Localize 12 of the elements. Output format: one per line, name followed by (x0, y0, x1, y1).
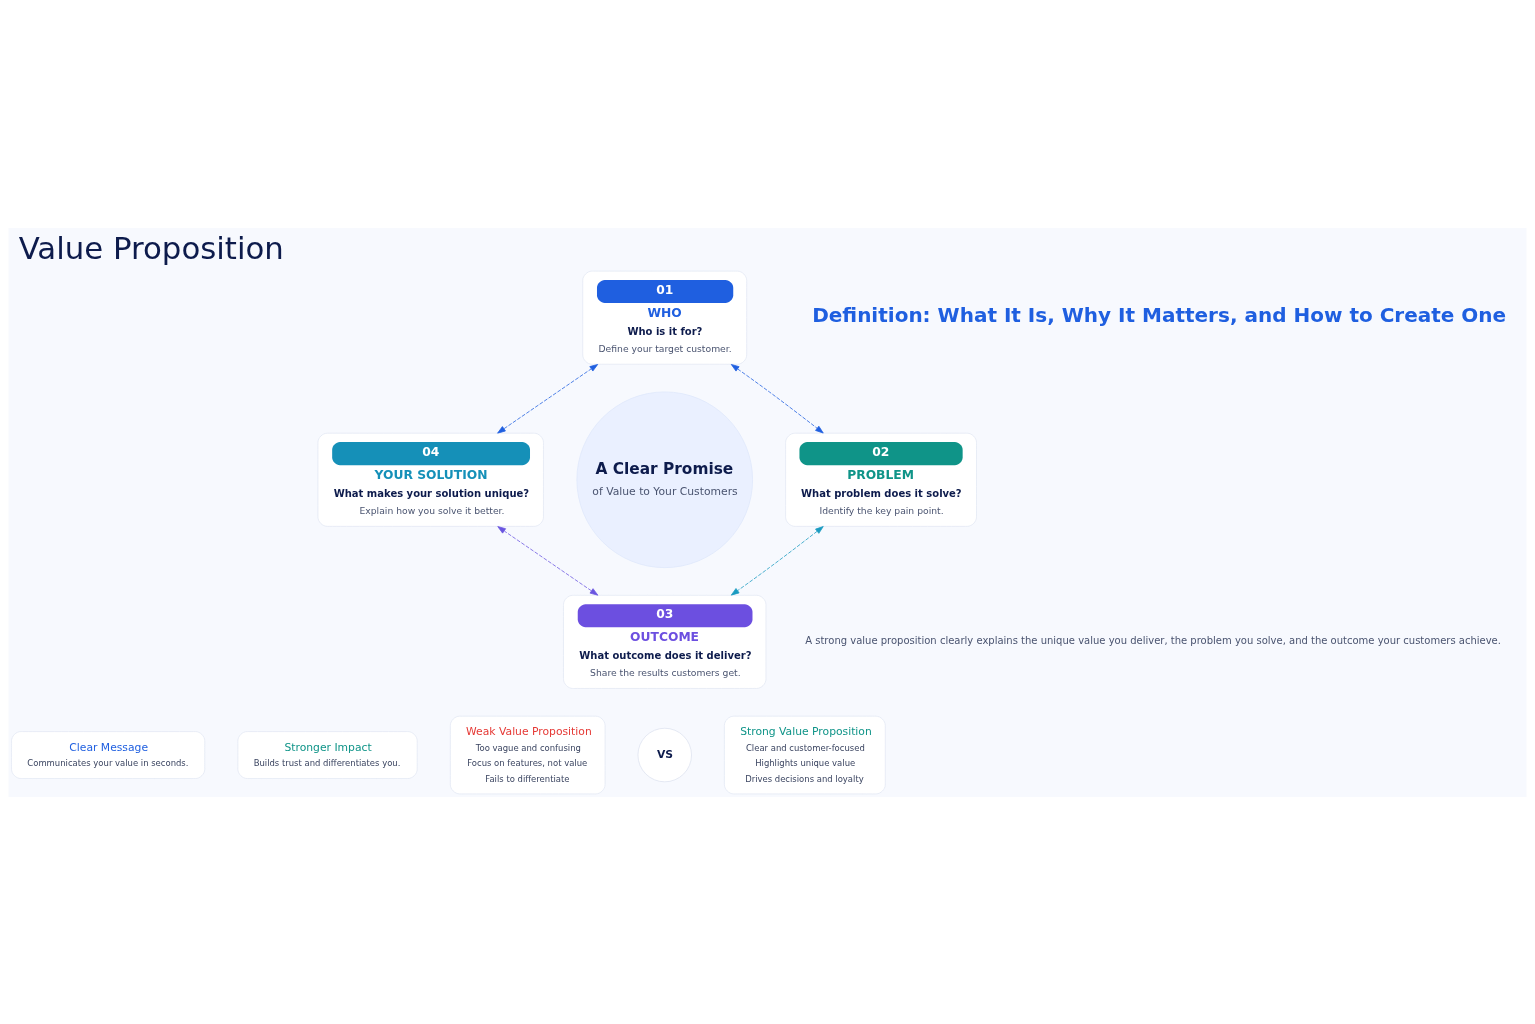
node-box: 03 OUTCOME What outcome does it deliver? Share the results customers get. (563, 594, 767, 689)
arrow (497, 525, 599, 596)
node-circle: VS (637, 727, 692, 782)
label: Definition: What It Is, Why It Matters, and How to Create One (812, 302, 1507, 327)
node-box: 04 YOUR SOLUTION What makes your solution unique? Explain how you solve it better. (317, 432, 544, 527)
diagram-title: Value Proposition (18, 229, 284, 266)
arrow (730, 363, 824, 433)
arrow (497, 363, 599, 433)
arrow (730, 525, 824, 596)
label: A strong value proposition clearly explains the unique value you deliver, the problem you solve, and the outcome your customers achieve. (805, 635, 1501, 646)
node-box: 02 PROBLEM What problem does it solve? Identify the key pain point. (785, 432, 977, 527)
node-box: 01 WHO Who is it for? Define your target customer. (582, 270, 748, 365)
